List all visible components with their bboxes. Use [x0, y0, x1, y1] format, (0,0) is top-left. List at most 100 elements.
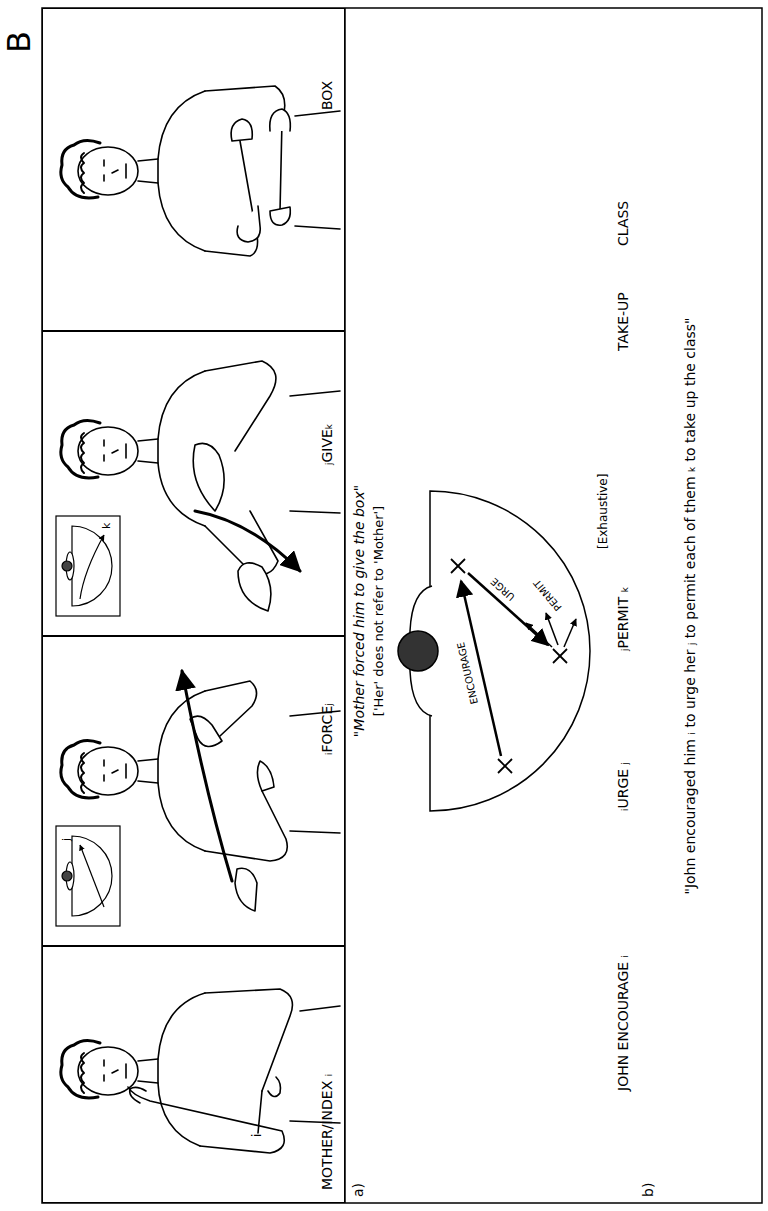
translation: "Mother forced him to give the box" — [351, 311, 368, 911]
gloss-label: ⱼGIVEₖ — [319, 423, 335, 465]
signer-figure-part — [158, 91, 205, 251]
signer-figure-part — [81, 433, 84, 473]
aspect-note: [Exhaustive] — [596, 474, 610, 549]
locus-mark-part — [451, 559, 465, 573]
signer-figure-part — [81, 753, 84, 793]
signer-figure-part — [112, 450, 118, 453]
gloss-label: MOTHER/INDEX ᵢ — [319, 1074, 335, 1190]
inset-diagram-part — [56, 516, 120, 616]
signer-figure-part — [138, 439, 158, 463]
inset-diagram — [56, 826, 120, 926]
signer-figure-part — [78, 427, 138, 475]
gloss-label: ᵢURGE ⱼ — [615, 762, 632, 811]
agreement-arrow-part — [564, 619, 576, 647]
gloss-label: ⱼPERMIT ₖ — [615, 586, 632, 651]
signer-figure-part — [193, 443, 224, 511]
figure-frame — [42, 8, 762, 1203]
signer-figure-part — [195, 511, 300, 571]
signer-figure-part — [295, 111, 340, 229]
signing-space-part — [430, 491, 590, 811]
sign-panel: MOTHER/INDEX ᵢ — [42, 946, 345, 1203]
inset-diagram-part — [80, 845, 104, 907]
signer-figure-part — [103, 160, 105, 166]
signer-figure-part — [61, 1040, 100, 1097]
signer-figure-part — [125, 1064, 127, 1078]
signer-figure-part — [138, 759, 158, 783]
signer-figure-part — [270, 207, 290, 225]
inset-diagram-part — [56, 826, 120, 926]
signer-figure-part — [205, 361, 276, 451]
signer-figure-part — [81, 1053, 84, 1093]
signer-figure-part — [61, 140, 100, 197]
locus-mark-part — [553, 649, 567, 663]
signer-figure-part — [103, 175, 105, 181]
signer-figure-part — [237, 206, 260, 242]
signer-figure-part — [270, 109, 291, 131]
agreement-arrow — [461, 573, 576, 756]
gloss-label: CLASS — [615, 201, 632, 246]
signer-figure-part — [138, 1059, 158, 1083]
inset-diagram-part — [72, 836, 112, 916]
signer-figure-part — [158, 993, 205, 1146]
inset-diagram-part — [62, 561, 72, 571]
signer-figure-part — [290, 391, 340, 513]
signer-figure-part — [125, 444, 127, 458]
signer-figure-part — [61, 740, 100, 797]
signer-figure-part — [112, 770, 118, 773]
signer-figure-part — [257, 761, 274, 791]
locus-mark-part — [498, 759, 512, 773]
inset-diagram-part — [80, 535, 104, 599]
signer-figure-part — [81, 153, 84, 193]
agreement-arrow-part — [546, 613, 558, 645]
signer-figure-part — [78, 747, 138, 795]
signer-figure-part — [125, 764, 127, 778]
sign-panel: ⱼGIVEₖ — [42, 331, 345, 636]
signing-space-part — [398, 631, 438, 671]
figure-frame-part — [42, 8, 762, 1203]
signer-figure-part — [138, 159, 158, 183]
sign-panel: ᵢFORCEⱼ — [42, 636, 345, 946]
signer-figure-part — [205, 86, 285, 211]
signer-figure-part — [61, 420, 100, 477]
inset-diagram-part — [72, 526, 112, 606]
gloss-label: BOX — [319, 81, 335, 110]
signer-figure-part — [125, 164, 127, 178]
signer-figure-part — [103, 440, 105, 446]
signer-figure-part — [103, 1060, 105, 1066]
part-letter: b) — [640, 1183, 657, 1197]
signer-figure-part — [258, 1077, 281, 1133]
locus-mark-part — [451, 559, 465, 573]
signer-figure — [61, 989, 340, 1153]
part-letter: a) — [350, 1183, 367, 1197]
agreement-arrow-part — [526, 623, 552, 647]
index-letter: i — [250, 1134, 264, 1137]
panel-letter: B — [0, 31, 38, 53]
locus-mark-part — [553, 649, 567, 663]
gloss-label: JOHN ENCOURAGE ᵢ — [615, 955, 632, 1091]
signer-figure-part — [78, 147, 138, 195]
signer-figure-part — [103, 455, 105, 461]
signer-figure-part — [103, 1075, 105, 1081]
signer-figure-part — [182, 671, 232, 881]
signer-figure-part — [130, 1087, 146, 1103]
inset-diagram-part — [62, 871, 72, 881]
signer-figure-part — [112, 170, 118, 173]
gloss-label: ᵢFORCEⱼ — [319, 703, 335, 755]
locus-mark — [451, 559, 567, 773]
signer-figure-part — [235, 868, 257, 911]
inset-diagram — [56, 516, 120, 616]
signer-figure-part — [103, 760, 105, 766]
signer-figure-part — [103, 775, 105, 781]
translation: "John encouraged him ᵢ to urge her ⱼ to … — [682, 101, 699, 1111]
signer-figure — [61, 86, 340, 256]
locus-mark-part — [498, 759, 512, 773]
signer-figure-part — [238, 563, 271, 611]
signer-figure-part — [158, 691, 205, 851]
index-letter: j — [60, 838, 73, 841]
signer-figure-part — [205, 989, 292, 1091]
signer-figure-part — [231, 119, 252, 141]
signing-space — [398, 491, 590, 811]
gloss-label: TAKE-UP — [615, 292, 632, 351]
note: ['Her' does not refer to 'Mother'] — [371, 311, 387, 911]
